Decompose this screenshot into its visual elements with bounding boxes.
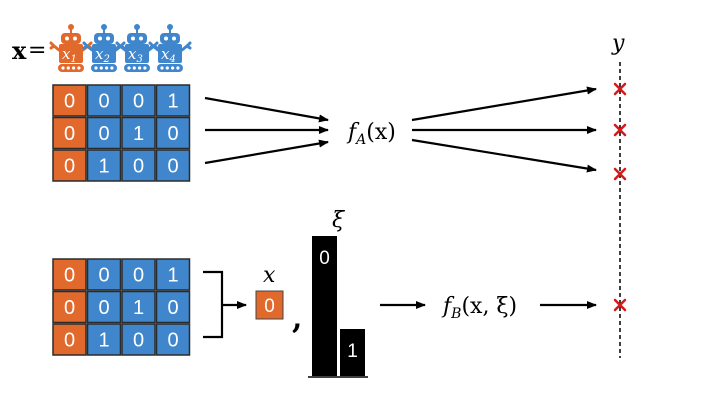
grid-cell xyxy=(121,149,156,182)
grid-cell-value: 0 xyxy=(133,330,144,352)
grid-cell xyxy=(121,84,156,117)
grid-cell xyxy=(86,323,122,356)
y-label: y xyxy=(611,31,625,56)
xi-label: ξ xyxy=(332,208,346,233)
grid-cell-value: 0 xyxy=(133,156,144,178)
grid-cell-value: 0 xyxy=(64,265,75,287)
grid-cell xyxy=(52,290,87,324)
grid-cell xyxy=(155,84,191,117)
grid-cell xyxy=(86,84,122,117)
grid-cell xyxy=(86,290,122,324)
input-arrows-top xyxy=(204,96,329,165)
grid-cell-value: 0 xyxy=(98,123,109,145)
comma: , xyxy=(292,301,302,336)
grid-cell-value: 1 xyxy=(133,123,144,145)
grid-cell-value: 1 xyxy=(133,297,144,319)
grid-cell-value: 1 xyxy=(98,330,109,352)
grid-cell-value: 0 xyxy=(64,330,75,352)
target-cross-icon xyxy=(613,82,627,96)
grid-cell-value: 0 xyxy=(98,297,109,319)
grid-cell xyxy=(155,290,191,324)
grid-cell xyxy=(52,258,87,291)
binary-grid-bottom: 0 0 0 1 0 0 1 0 0 1 0 0 xyxy=(52,258,191,356)
grid-cell-value: 0 xyxy=(167,156,178,178)
xi-bar-0-label: 0 xyxy=(319,248,330,269)
arrow-fA-to-y3 xyxy=(411,138,597,173)
bold-x-symbol: x xyxy=(12,36,27,65)
x-label: x xyxy=(263,263,276,288)
arrow-fA-to-y1 xyxy=(411,86,597,122)
grid-cell-value: 0 xyxy=(167,297,178,319)
xi-bar-0 xyxy=(312,236,337,376)
arrow-row1-to-fA xyxy=(204,96,329,123)
grid-cell-value: 0 xyxy=(64,156,75,178)
grid-cell-value: 0 xyxy=(167,123,178,145)
grid-cell xyxy=(52,116,87,150)
arrow-row3-to-fA xyxy=(204,139,329,165)
grid-cell xyxy=(121,116,156,150)
fA-label: fA(x) xyxy=(346,120,396,148)
robot-icon: x3 xyxy=(115,24,159,72)
target-cross-icon xyxy=(613,167,627,181)
grid-cell xyxy=(86,258,122,291)
grid-cell xyxy=(155,258,191,291)
grid-cell-value: 0 xyxy=(133,265,144,287)
robot-icon: x4 xyxy=(148,24,192,72)
x-value-cell xyxy=(255,290,284,320)
grid-cell xyxy=(155,323,191,356)
xi-bar-1-label: 1 xyxy=(347,341,358,362)
grid-cell-value: 1 xyxy=(167,265,178,287)
grid-cell xyxy=(52,149,87,182)
bracket-connector xyxy=(203,270,247,339)
x-value-text: 0 xyxy=(264,296,275,317)
grid-cell xyxy=(86,116,122,150)
grid-cell-value: 0 xyxy=(98,265,109,287)
grid-cell-value: 0 xyxy=(133,91,144,113)
grid-cell xyxy=(155,116,191,150)
grid-cell xyxy=(121,258,156,291)
grid-cell-value: 1 xyxy=(98,156,109,178)
grid-cell xyxy=(52,323,87,356)
grid-cell xyxy=(86,149,122,182)
grid-cell-value: 0 xyxy=(64,91,75,113)
fB-label: fB(x, ξ) xyxy=(441,294,517,322)
grid-cell-value: 1 xyxy=(167,91,178,113)
grid-cell-value: 0 xyxy=(98,91,109,113)
grid-cell xyxy=(121,290,156,324)
grid-cell-value: 0 xyxy=(167,330,178,352)
target-cross-icon xyxy=(613,123,627,137)
binary-grid-top: 0 0 0 1 0 0 1 0 0 1 0 0 xyxy=(52,84,191,182)
grid-cell xyxy=(155,149,191,182)
xi-bar-1 xyxy=(340,329,365,376)
output-arrows-top xyxy=(411,86,597,173)
target-cross-icon xyxy=(613,298,627,312)
grid-cell xyxy=(121,323,156,356)
grid-cell xyxy=(52,84,87,117)
equals-sign: = xyxy=(28,38,46,63)
bracket-shape xyxy=(203,270,224,339)
grid-cell-value: 0 xyxy=(64,297,75,319)
grid-cell-value: 0 xyxy=(64,123,75,145)
y-targets xyxy=(613,82,627,312)
